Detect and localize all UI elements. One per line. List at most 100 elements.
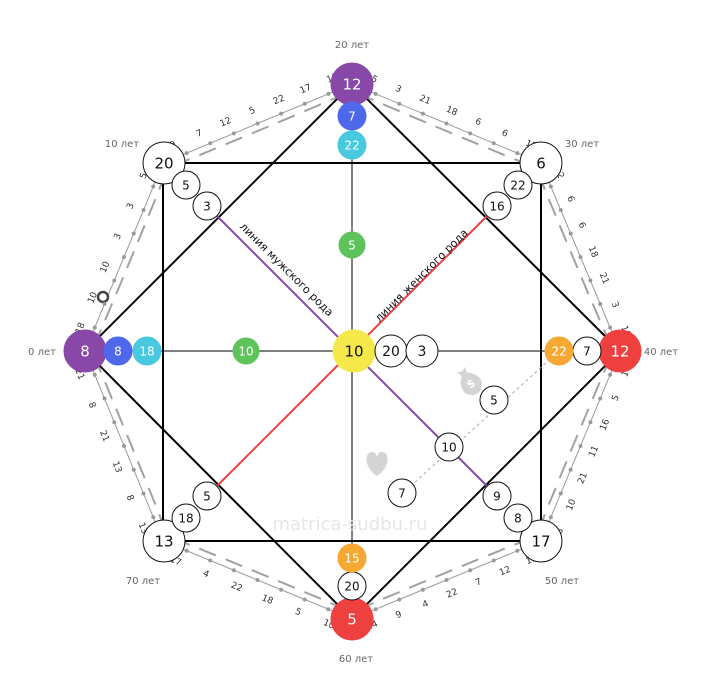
node-value: 17 [531, 532, 550, 550]
outer-number: 21 [597, 271, 611, 285]
node-value: 6 [536, 154, 546, 172]
outer-number: 22 [272, 94, 286, 108]
outer-number: 12 [498, 565, 512, 579]
watermark: matrica-sudbu.ru [272, 514, 427, 535]
node-tr-1: 22 [503, 170, 533, 200]
age-40-label: 40 лет [644, 347, 678, 358]
ring-tick [468, 568, 473, 573]
node-value: 3 [203, 199, 211, 213]
node-center-2: 3 [405, 334, 439, 368]
node-bl-2: 5 [192, 481, 222, 511]
outer-number: 4 [201, 569, 210, 581]
outer-number: 22 [445, 587, 459, 601]
ring-tick [397, 597, 402, 602]
age-marker-icon [96, 290, 110, 304]
outer-number: 12 [219, 116, 233, 130]
ring-tick [568, 231, 573, 236]
ring-tick [588, 278, 593, 283]
ring-tick [122, 255, 126, 259]
node-circle [482, 191, 512, 221]
outer-number: 5 [248, 106, 257, 117]
node-value: 3 [418, 344, 427, 360]
tiny-year-label [136, 461, 146, 479]
ring-tick [122, 444, 126, 448]
node-circle [337, 101, 367, 131]
age-70-label: 70 лет [126, 576, 160, 587]
outer-number: 5 [611, 394, 622, 403]
tiny-year-label [461, 136, 479, 146]
age-60-label: 60 лет [339, 654, 373, 665]
outer-number: 3 [394, 84, 403, 95]
ring-tick [548, 515, 553, 520]
tiny-year-label [225, 136, 243, 146]
node-value: 10 [238, 344, 253, 358]
node-top-1: 7 [337, 101, 367, 131]
node-circle [171, 503, 201, 533]
ring-tick [151, 515, 156, 520]
outer-number: 18 [260, 593, 275, 607]
node-value: 18 [139, 344, 154, 358]
ring-tick [326, 607, 331, 612]
node-top: 12 [330, 62, 374, 106]
tiny-year-label [435, 125, 453, 135]
node-value: 10 [441, 440, 456, 454]
node-br-1: 8 [503, 503, 533, 533]
node-bottom-2: 15 [337, 543, 367, 573]
node-left-3: 10 [232, 337, 260, 365]
node-money-1: 5 [479, 385, 509, 415]
tiny-year-label [104, 303, 114, 321]
node-circle [103, 336, 133, 366]
ring-tick [141, 208, 146, 212]
tiny-year-label [251, 125, 269, 135]
node-value: 8 [80, 342, 90, 360]
ring-tick [102, 396, 107, 401]
node-money-2: 10 [434, 432, 464, 462]
node-center: 10 [332, 329, 376, 373]
outer-number: 10 [99, 260, 113, 275]
node-top-2: 22 [337, 130, 367, 160]
node-value: 22 [551, 344, 566, 358]
node-value: 5 [347, 610, 357, 628]
node-circle [142, 141, 186, 185]
ring-tick [255, 578, 260, 582]
outer-number: 6 [576, 221, 588, 230]
node-bl-1: 18 [171, 503, 201, 533]
node-value: 9 [493, 489, 501, 503]
tiny-year-label [461, 558, 479, 568]
age-10-label: 10 лет [105, 139, 139, 150]
ring-tick [302, 597, 307, 602]
outer-number: 18 [586, 245, 600, 260]
ring-tick [558, 491, 563, 496]
ring-tick [444, 578, 449, 582]
tiny-year-label [225, 558, 243, 568]
ring-tick [578, 444, 583, 448]
node-bl: 13 [142, 519, 186, 563]
ring-tick [444, 121, 449, 126]
node-circle [192, 191, 222, 221]
node-br: 17 [519, 519, 563, 563]
tiny-year-label [136, 224, 146, 243]
node-value: 12 [342, 75, 361, 93]
ring-tick [255, 121, 260, 126]
tiny-year-label [558, 460, 568, 479]
node-circle [142, 519, 186, 563]
ring-ticks [92, 91, 613, 612]
ring-tick [302, 101, 307, 106]
ring-tick [420, 111, 425, 116]
node-tr: 6 [519, 141, 563, 185]
ring-tick [373, 91, 378, 96]
node-circle [519, 141, 563, 185]
tiny-year-label [569, 434, 579, 452]
ring-tick [588, 420, 593, 425]
age-50-label: 50 лет [545, 576, 579, 587]
ring-tick [231, 131, 236, 136]
ring-tick [184, 548, 189, 553]
outer-number: 11 [587, 445, 601, 459]
tiny-year-label [115, 408, 124, 426]
tiny-year-label [198, 147, 217, 157]
node-tl: 20 [142, 141, 186, 185]
